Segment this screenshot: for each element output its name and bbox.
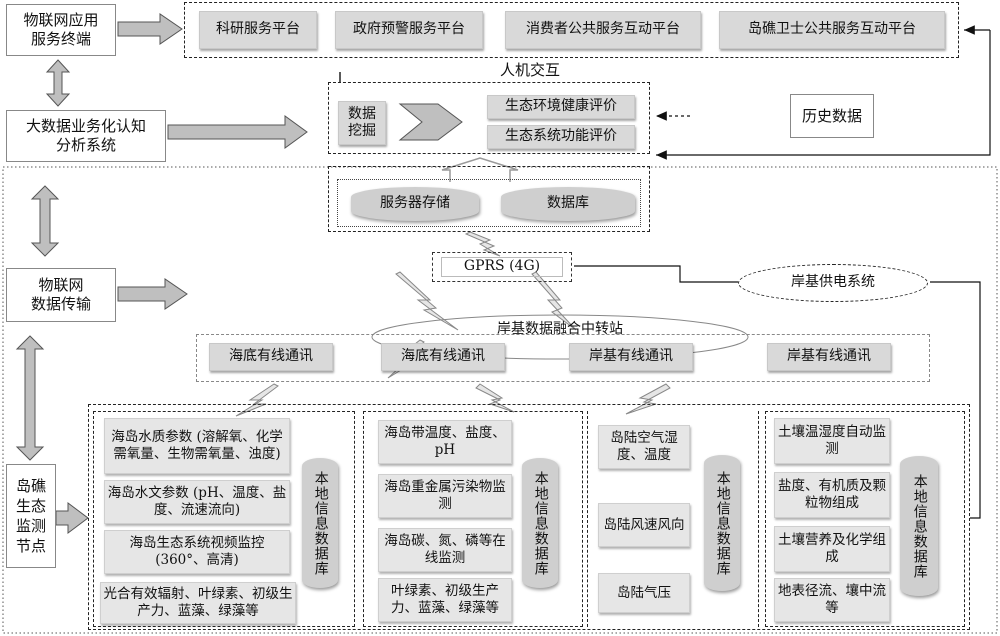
comm-item: 岸基有线通讯	[767, 343, 891, 371]
group-item: 岛陆气压	[598, 573, 690, 613]
lightning-icon	[531, 271, 577, 331]
group-item: 海岛生态系统视频监控 (360°、高清)	[104, 530, 290, 574]
platform-group: 科研服务平台 政府预警服务平台 消费者公共服务互动平台 岛礁卫士公共服务互动平台	[184, 2, 959, 58]
chevron-arrow-icon	[398, 103, 463, 141]
platform-item: 科研服务平台	[199, 11, 317, 49]
group-item: 土壤温湿度自动监测	[774, 418, 890, 464]
group-item: 土壤营养及化学组成	[774, 526, 890, 572]
local-db-cylinder: 本地信息数据库	[522, 458, 558, 588]
arrow-node-to-groups	[55, 502, 89, 534]
group-item: 海岛水文参数 (pH、温度、盐度、流速流向)	[104, 480, 290, 524]
group-item: 盐度、有机质及颗粒物组成	[774, 472, 890, 518]
bigdata-analysis-box: 大数据业务化认知 分析系统	[6, 110, 166, 162]
database-cylinder: 数据库	[501, 187, 635, 221]
group-item: 叶绿素、初级生产力、蓝藻、绿藻等	[378, 578, 512, 622]
server-storage-cylinder: 服务器存储	[351, 187, 479, 221]
interaction-title: 人机交互	[499, 60, 560, 79]
storage-box: 服务器存储 数据库	[328, 166, 650, 232]
local-db-cylinder: 本地信息数据库	[302, 458, 338, 588]
group-sea: 海岛带温度、盐度、pH 海岛重金属污染物监测 海岛碳、氮、磷等在线监测 叶绿素、…	[363, 411, 583, 627]
comm-item: 海底有线通讯	[209, 343, 333, 371]
eval-health-box: 生态环境健康评价	[487, 95, 635, 119]
comm-item: 岸基有线通讯	[569, 343, 693, 371]
arrow-terminal-to-platforms	[117, 13, 183, 45]
group-item: 海岛碳、氮、磷等在线监测	[378, 528, 512, 572]
arrow-transmission-to-gprs	[117, 278, 188, 310]
comms-group: 海底有线通讯 海底有线通讯 岸基有线通讯 岸基有线通讯	[196, 334, 930, 382]
lightning-icon	[235, 383, 279, 417]
platform-item: 岛礁卫士公共服务互动平台	[719, 11, 945, 49]
monitoring-groups: 海岛水质参数 (溶解氧、化学需氧量、生物需氧量、浊度) 海岛水文参数 (pH、温…	[88, 404, 970, 630]
lightning-icon	[475, 383, 515, 413]
arrow-bigdata-to-interaction	[167, 115, 308, 149]
arrow-terminal-bigdata	[45, 59, 71, 107]
lightning-icon	[625, 383, 671, 415]
interaction-box: 数据 挖掘 生态环境健康评价 生态系统功能评价	[328, 82, 650, 154]
platform-item: 政府预警服务平台	[335, 11, 483, 49]
iot-transmission-box: 物联网 数据传输	[6, 268, 116, 322]
eval-function-box: 生态系统功能评价	[487, 125, 635, 149]
iot-terminal-box: 物联网应用 服务终端	[6, 4, 116, 56]
relay-station-ellipse	[371, 314, 749, 360]
relay-station-label: 岸基数据融合中转站	[497, 321, 623, 338]
platform-item: 消费者公共服务互动平台	[505, 11, 701, 49]
group-item: 光合有效辐射、叶绿素、初级生产力、蓝藻、绿藻等	[100, 582, 296, 624]
group-item: 海岛带温度、盐度、pH	[378, 420, 512, 464]
gprs-box: GPRS (4G)	[432, 252, 572, 282]
up-arrow-icon	[441, 157, 519, 182]
local-db-cylinder: 本地信息数据库	[704, 455, 740, 591]
arrow-transmission-node	[15, 335, 45, 461]
arrow-bigdata-transmission	[30, 185, 60, 257]
group-water: 海岛水质参数 (溶解氧、化学需氧量、生物需氧量、浊度) 海岛水文参数 (pH、温…	[93, 411, 355, 627]
data-mining-box: 数据 挖掘	[338, 101, 386, 145]
lightning-icon	[464, 231, 501, 257]
group-item: 海岛重金属污染物监测	[378, 474, 512, 518]
group-item: 岛陆空气湿度、温度	[598, 425, 690, 469]
group-item: 地表径流、壤中流等	[774, 578, 890, 622]
group-item: 海岛水质参数 (溶解氧、化学需氧量、生物需氧量、浊度)	[104, 418, 290, 474]
reef-node-box: 岛礁 生态 监测 节点	[6, 464, 56, 568]
group-land-air: 岛陆空气湿度、温度 岛陆风速风向 岛陆气压 本地信息数据库	[587, 411, 759, 627]
shore-power-ellipse: 岸基供电系统	[738, 264, 928, 302]
local-db-cylinder: 本地信息数据库	[900, 456, 938, 596]
group-item: 岛陆风速风向	[598, 503, 690, 547]
history-data-box: 历史数据	[790, 94, 874, 138]
group-soil: 土壤温湿度自动监测 盐度、有机质及颗粒物组成 土壤营养及化学组成 地表径流、壤中…	[765, 411, 965, 627]
comm-item: 海底有线通讯	[381, 343, 505, 371]
